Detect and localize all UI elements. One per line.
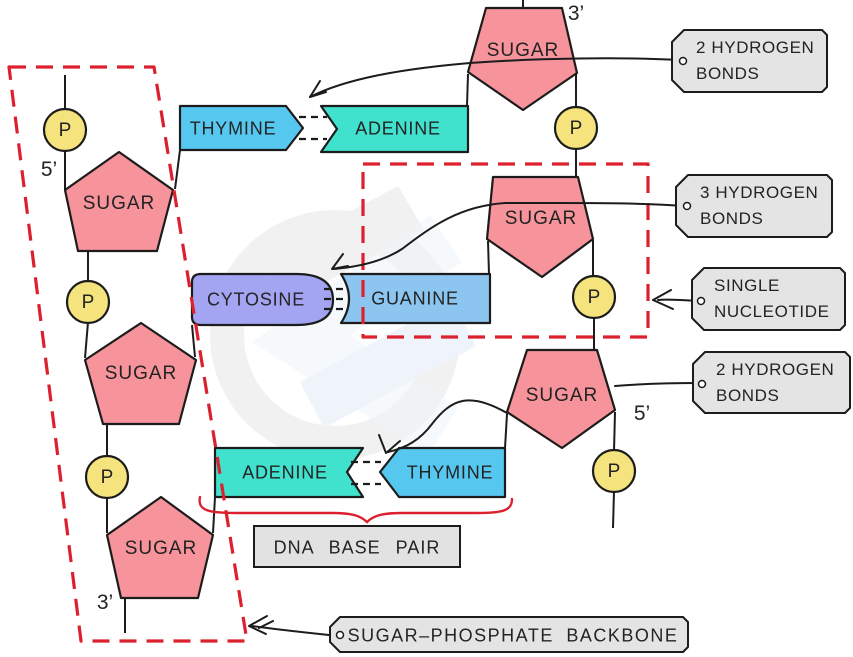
cytosine-shape	[190, 272, 335, 327]
tag-hole-icon	[682, 201, 692, 211]
tag-hydrogen-middle-text: 3 HYDROGEN BONDS	[700, 180, 818, 232]
phosphate-left-2	[65, 279, 111, 325]
phosphate-left-3	[84, 454, 130, 500]
phosphate-label: P	[58, 120, 72, 141]
pointer-lines	[248, 57, 700, 637]
tag-line: SINGLE	[714, 276, 780, 295]
thymine-bottom-shape	[378, 446, 507, 499]
sugar-label: SUGAR	[504, 208, 578, 229]
left-strand-5-prime-label: 5’	[40, 158, 58, 181]
tag-hydrogen-bottom-text: 2 HYDROGEN BONDS	[716, 357, 834, 409]
sugar-pentagons	[63, 6, 617, 600]
tag-line: NUCLEOTIDE	[714, 302, 830, 321]
guanine-label: GUANINE	[371, 288, 459, 309]
left-backbone-lines	[64, 75, 126, 633]
nucleotide-dashed-outline	[361, 162, 650, 339]
guanine-shape	[339, 272, 492, 325]
tag-line: BONDS	[696, 64, 760, 83]
phosphate-label: P	[587, 287, 601, 308]
sugar-label: SUGAR	[82, 193, 156, 214]
tag-hole-icon	[697, 379, 707, 389]
tag-hole-icon	[335, 630, 345, 640]
tag-line: 2 HYDROGEN	[696, 38, 815, 57]
backbone-dashed-outline	[7, 65, 249, 643]
pointer-hydrogen-middle	[333, 202, 685, 270]
tag-line: 2 HYDROGEN	[716, 360, 835, 379]
sugar-left-1	[63, 150, 175, 253]
thymine-top-label: THYMINE	[189, 118, 277, 139]
phosphate-label: P	[569, 118, 583, 139]
sugar-right-3	[505, 348, 617, 450]
phosphate-circles	[42, 105, 637, 500]
right-strand-5-prime-label: 5’	[633, 402, 651, 425]
tag-hole-icon	[678, 56, 688, 66]
phosphate-label: P	[607, 461, 621, 482]
hydrogen-bond-pair1	[299, 115, 327, 141]
sugar-phosphate-backbone-label: SUGAR–PHOSPHATE BACKBONE	[347, 625, 679, 646]
tag-single-nucleotide-text: SINGLE NUCLEOTIDE	[714, 273, 830, 325]
cytosine-label: CYTOSINE	[206, 289, 306, 310]
pointer-curve-bottom	[387, 399, 508, 453]
tag-line: BONDS	[716, 386, 780, 405]
hydrogen-bond-pair2	[324, 287, 347, 311]
base-sugar-connectors	[174, 73, 508, 534]
adenine-bottom-label: ADENINE	[242, 462, 328, 483]
sugar-label: SUGAR	[486, 40, 560, 61]
phosphate-right-1	[553, 105, 599, 151]
tag-hydrogen-middle	[675, 174, 833, 238]
base-shapes	[178, 104, 507, 499]
hydrogen-bond-pair3	[351, 460, 381, 486]
tag-hydrogen-bottom	[692, 351, 851, 414]
pointer-hydrogen-top	[309, 57, 680, 98]
right-backbone-lines	[522, 0, 616, 529]
sugar-left-3	[105, 495, 215, 600]
tag-line: 3 HYDROGEN	[700, 183, 819, 202]
left-strand-3-prime-label: 3’	[96, 591, 114, 614]
tag-hole-icon	[696, 296, 706, 306]
phosphate-left-1	[42, 107, 88, 153]
tag-backbone	[329, 616, 689, 653]
dna-base-pair-box	[253, 525, 461, 568]
phosphate-label: P	[100, 467, 114, 488]
pointer-hydrogen-bottom	[614, 382, 700, 387]
thymine-top-shape	[178, 104, 305, 152]
dna-base-pair-label: DNA BASE PAIR	[273, 537, 441, 558]
hydrogen-bonds	[299, 115, 381, 486]
thymine-bottom-label: THYMINE	[406, 462, 494, 483]
phosphate-right-2	[571, 274, 617, 320]
sugar-label: SUGAR	[124, 538, 198, 559]
base-pair-brace	[198, 495, 514, 524]
adenine-top-label: ADENINE	[355, 118, 441, 139]
sugar-label: SUGAR	[104, 363, 178, 384]
tag-line: BONDS	[700, 209, 764, 228]
tag-hydrogen-top-text: 2 HYDROGEN BONDS	[696, 35, 814, 87]
adenine-top-shape	[319, 104, 470, 154]
tag-single-nucleotide	[691, 267, 846, 331]
sugar-left-2	[83, 321, 198, 426]
phosphate-label: P	[81, 292, 95, 313]
right-strand-3-prime-label: 3’	[567, 2, 585, 25]
label-tags	[329, 29, 851, 653]
phosphate-right-3	[591, 448, 637, 494]
tag-hydrogen-top	[671, 29, 828, 93]
sugar-label: SUGAR	[525, 385, 599, 406]
